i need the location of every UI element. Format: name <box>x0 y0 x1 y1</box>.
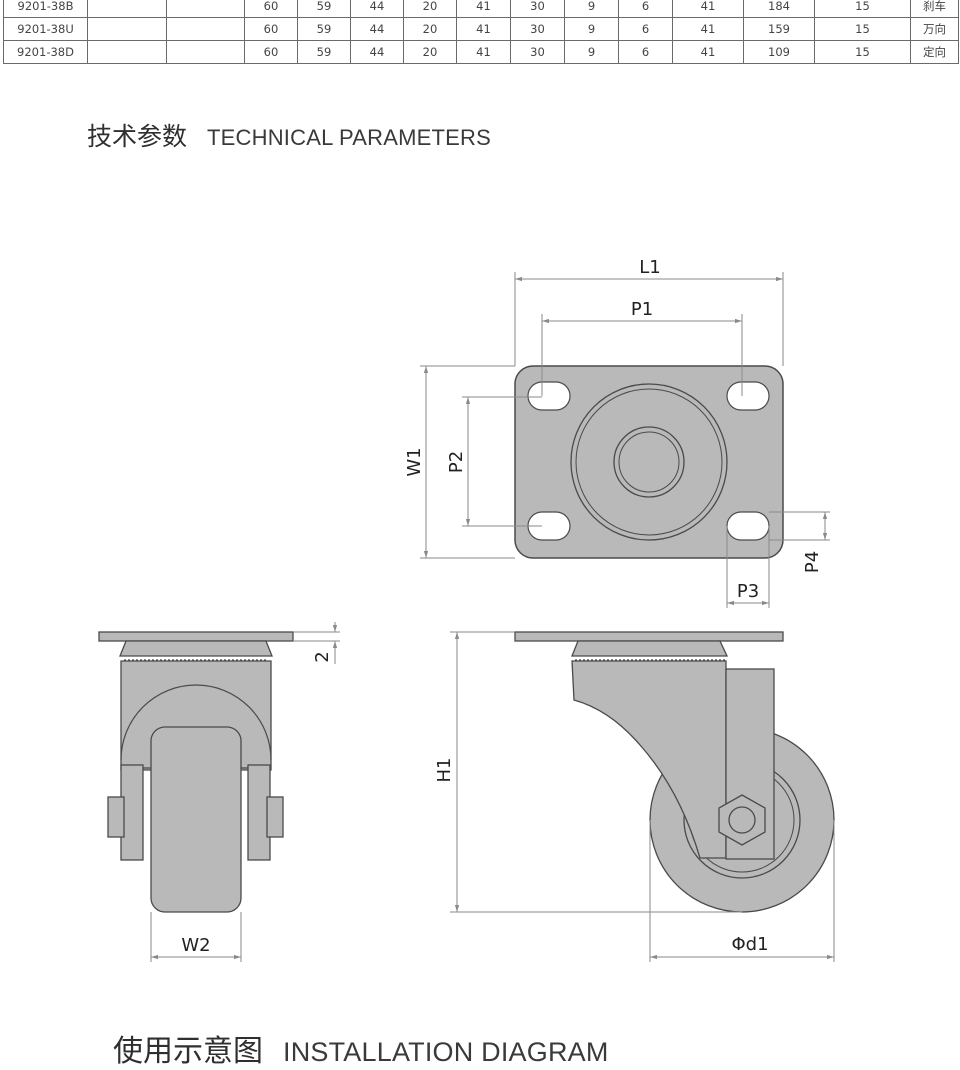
table-row: 9201-38D 60 59 44 20 41 30 9 6 41 109 15… <box>3 40 959 64</box>
heading-zh: 技术参数 <box>87 122 188 151</box>
dim-label-p3: P3 <box>737 581 759 602</box>
heading-en: INSTALLATION DIAGRAM <box>283 1037 609 1067</box>
dim-label-p4: P4 <box>802 551 823 573</box>
table-row: 9201-38B 60 59 44 20 41 30 9 6 41 184 15… <box>3 0 959 18</box>
dim-label-p1: P1 <box>631 299 653 320</box>
top-view-plate <box>514 365 784 559</box>
type-cell: 刹车 <box>910 0 959 18</box>
value-cell: 41 <box>672 40 744 64</box>
value-cell: 30 <box>510 0 565 18</box>
side-view-caster <box>514 631 835 913</box>
top-view-dimensions <box>420 272 830 608</box>
value-cell: 20 <box>403 40 457 64</box>
value-cell: 9 <box>564 40 619 64</box>
dim-label-w2: W2 <box>181 935 210 956</box>
dim-label-w1: W1 <box>404 447 425 476</box>
value-cell: 30 <box>510 40 565 64</box>
empty-cell <box>87 40 167 64</box>
spec-table: 9201-38B 60 59 44 20 41 30 9 6 41 184 15… <box>3 0 959 64</box>
empty-cell <box>166 40 245 64</box>
empty-cell <box>87 17 167 41</box>
dim-label-d1: Φd1 <box>731 934 768 955</box>
value-cell: 60 <box>244 40 298 64</box>
dim-label-h1: H1 <box>434 758 455 783</box>
front-view-caster <box>98 631 294 913</box>
dim-label-thickness: 2 <box>312 651 333 662</box>
dim-label-l1: L1 <box>639 257 660 278</box>
value-cell: 9 <box>564 17 619 41</box>
technical-parameters-heading: 技术参数 TECHNICAL PARAMETERS <box>87 117 491 153</box>
type-cell: 定向 <box>910 40 959 64</box>
installation-diagram-heading: 使用示意图 INSTALLATION DIAGRAM <box>113 1026 609 1070</box>
value-cell: 15 <box>814 40 911 64</box>
heading-zh: 使用示意图 <box>113 1034 263 1069</box>
model-cell: 9201-38B <box>3 0 88 18</box>
front-view-dimensions <box>150 622 340 962</box>
value-cell: 44 <box>350 40 404 64</box>
value-cell: 109 <box>743 40 815 64</box>
value-cell: 59 <box>297 17 351 41</box>
value-cell: 20 <box>403 17 457 41</box>
side-view-dimensions <box>450 631 835 962</box>
value-cell: 59 <box>297 40 351 64</box>
heading-en: TECHNICAL PARAMETERS <box>207 125 491 150</box>
dim-label-p2: P2 <box>446 451 467 473</box>
